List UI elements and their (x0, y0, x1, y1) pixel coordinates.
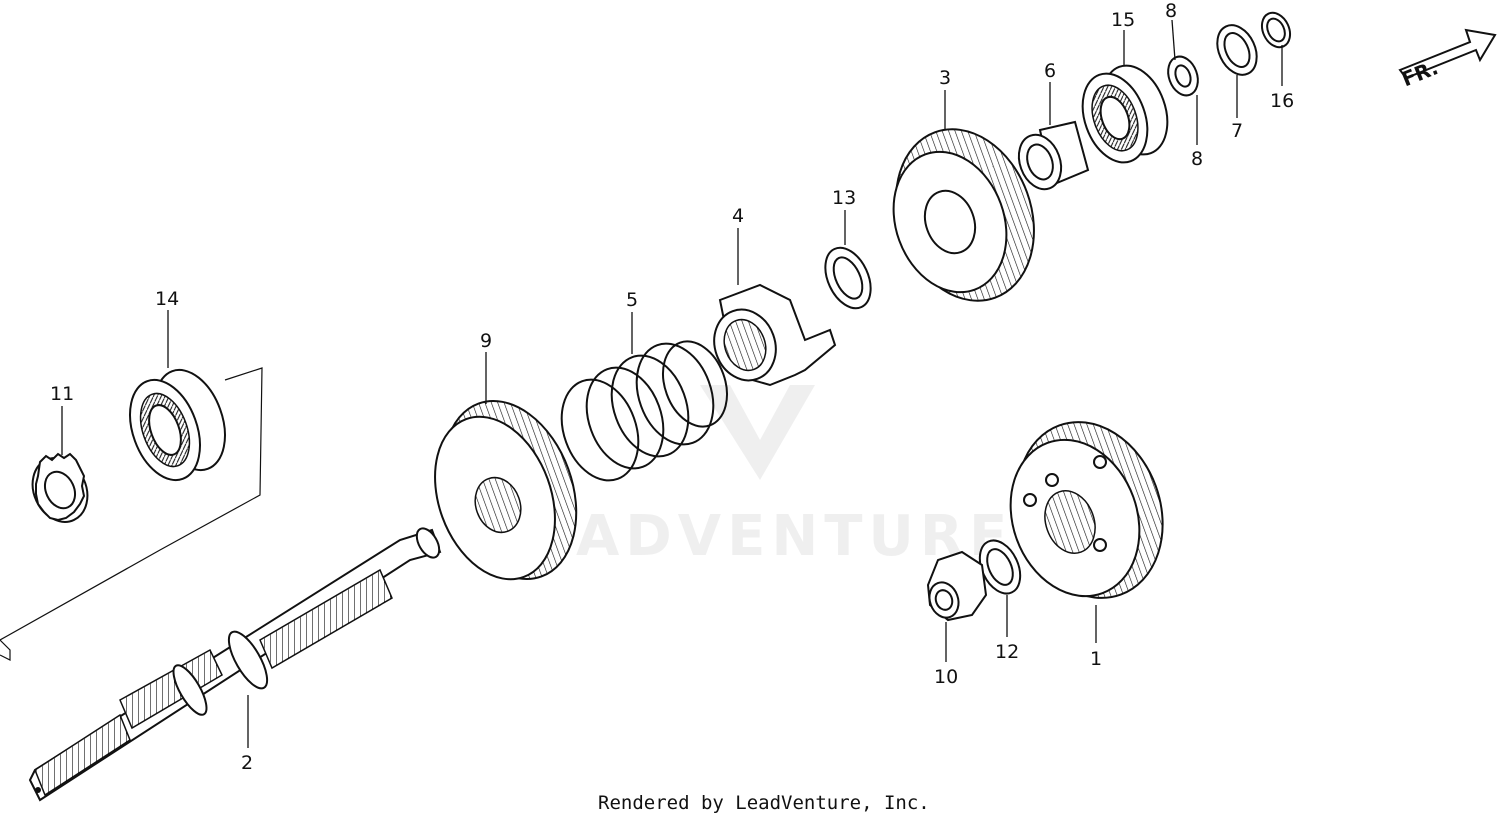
callout-1: 1 (1090, 648, 1102, 670)
callouts: 2 14 11 9 5 4 13 3 6 15 8 8 7 16 1 12 10 (50, 0, 1294, 774)
part-3-gear (892, 128, 1035, 302)
callout-15: 15 (1111, 9, 1135, 31)
callout-16: 16 (1270, 90, 1294, 112)
part-8-cotter (1167, 55, 1199, 97)
callout-11: 11 (50, 383, 74, 405)
front-arrow-icon (1398, 28, 1497, 80)
callout-8-bottom: 8 (1191, 148, 1203, 170)
callout-13: 13 (832, 187, 856, 209)
part-4-clutch (713, 283, 837, 387)
part-13-washer (824, 246, 872, 310)
part-5-spring (560, 340, 728, 482)
callout-9: 9 (480, 330, 492, 352)
part-10-nut (926, 550, 988, 622)
callout-6: 6 (1044, 60, 1056, 82)
callout-3: 3 (939, 67, 951, 89)
part-1-gear (1009, 421, 1164, 599)
callout-10: 10 (934, 666, 958, 688)
leader-lines (61, 19, 1283, 748)
part-15-bearing (1081, 64, 1169, 164)
callout-7: 7 (1231, 120, 1243, 142)
callout-8-top: 8 (1165, 0, 1177, 22)
assembly-bracket (0, 367, 263, 661)
part-14-bearing (129, 368, 226, 482)
part-16-circlip (1260, 11, 1292, 49)
watermark-logo-icon (700, 385, 815, 480)
front-direction-marker: FR. (1398, 28, 1497, 91)
part-11-lock-nut (31, 452, 89, 523)
callout-2: 2 (241, 752, 253, 774)
callout-4: 4 (732, 205, 744, 227)
part-7-ring (1216, 24, 1258, 76)
part-2-mainshaft (28, 527, 442, 802)
callout-5: 5 (626, 289, 638, 311)
callout-12: 12 (995, 641, 1019, 663)
footer-credit: Rendered by LeadVenture, Inc. (598, 792, 930, 814)
part-6-collar (1017, 120, 1090, 191)
part-9-gear (434, 399, 578, 581)
callout-14: 14 (155, 288, 179, 310)
